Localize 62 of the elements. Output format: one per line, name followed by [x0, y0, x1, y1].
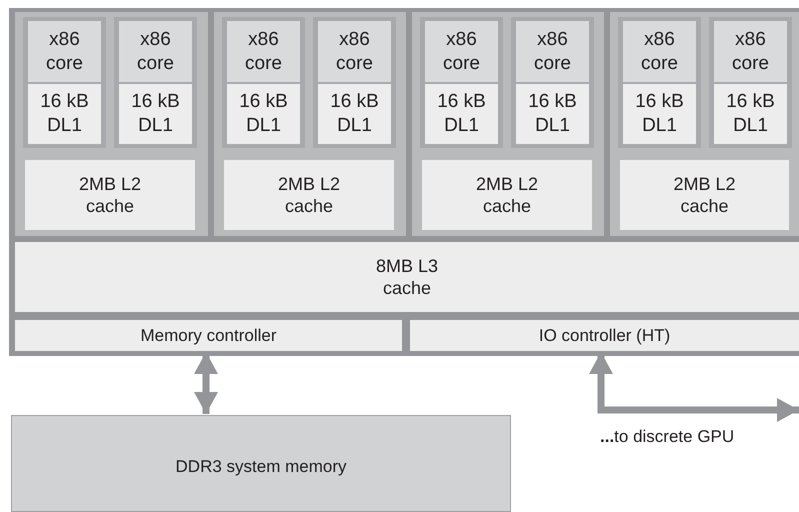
box-label: x86 core	[533, 28, 572, 76]
cache-box	[224, 160, 394, 230]
box-label: x86 core	[731, 28, 770, 76]
core-module	[214, 12, 406, 236]
core-box	[425, 21, 498, 82]
core-box	[516, 21, 589, 82]
box-label: 16 kB DL1	[634, 90, 685, 138]
cache-box	[714, 84, 787, 144]
box-label: 2MB L2 cache	[78, 172, 142, 218]
core-module	[412, 12, 604, 236]
box-label: DDR3 system memory	[176, 456, 346, 478]
box-label: x86 core	[244, 28, 283, 76]
box-label: 16 kB DL1	[39, 90, 90, 138]
box-label: 16 kB DL1	[329, 90, 380, 138]
cache-box	[623, 84, 696, 144]
core-box	[714, 21, 787, 82]
memory-box	[11, 415, 511, 512]
box-label: x86 core	[136, 28, 175, 76]
box-label: 2MB L2 cache	[474, 172, 540, 218]
box-label: x86 core	[640, 28, 679, 76]
box-label: 8MB L3 cache	[374, 254, 440, 300]
box-label: 16 kB DL1	[130, 90, 181, 138]
core-module	[15, 12, 208, 236]
core-box	[227, 21, 300, 82]
box-label: 2MB L2 cache	[672, 172, 737, 218]
cache-box	[318, 84, 391, 144]
cache-box	[119, 84, 192, 144]
box-label: x86 core	[45, 28, 84, 76]
core-group	[114, 17, 197, 148]
core-group	[709, 17, 792, 148]
box-label: Memory controller	[140, 324, 277, 346]
controller-box	[15, 320, 402, 351]
box-label: 16 kB DL1	[527, 90, 578, 138]
box-label: 16 kB DL1	[238, 90, 289, 138]
core-box	[28, 21, 101, 82]
cache-box	[25, 160, 195, 230]
box-label: x86 core	[335, 28, 374, 76]
core-group	[23, 17, 106, 148]
cache-box	[516, 84, 589, 144]
core-module	[610, 12, 799, 236]
core-group	[618, 17, 701, 148]
core-group	[313, 17, 396, 148]
core-box	[623, 21, 696, 82]
controller-box	[410, 320, 799, 351]
box-label: 16 kB DL1	[436, 90, 487, 138]
cache-box	[15, 242, 799, 312]
core-box	[119, 21, 192, 82]
cache-box	[227, 84, 300, 144]
box-label: 16 kB DL1	[725, 90, 776, 138]
cache-box	[422, 160, 592, 230]
core-group	[222, 17, 305, 148]
box-label: IO controller (HT)	[538, 324, 670, 346]
core-group	[511, 17, 594, 148]
cache-box	[28, 84, 101, 144]
core-box	[318, 21, 391, 82]
note-text: ...to discrete GPU	[600, 427, 734, 447]
box-label: 2MB L2 cache	[276, 172, 342, 218]
box-label: x86 core	[442, 28, 481, 76]
chip-frame	[9, 8, 799, 356]
core-group	[420, 17, 503, 148]
cache-box	[620, 160, 789, 230]
cache-box	[425, 84, 498, 144]
